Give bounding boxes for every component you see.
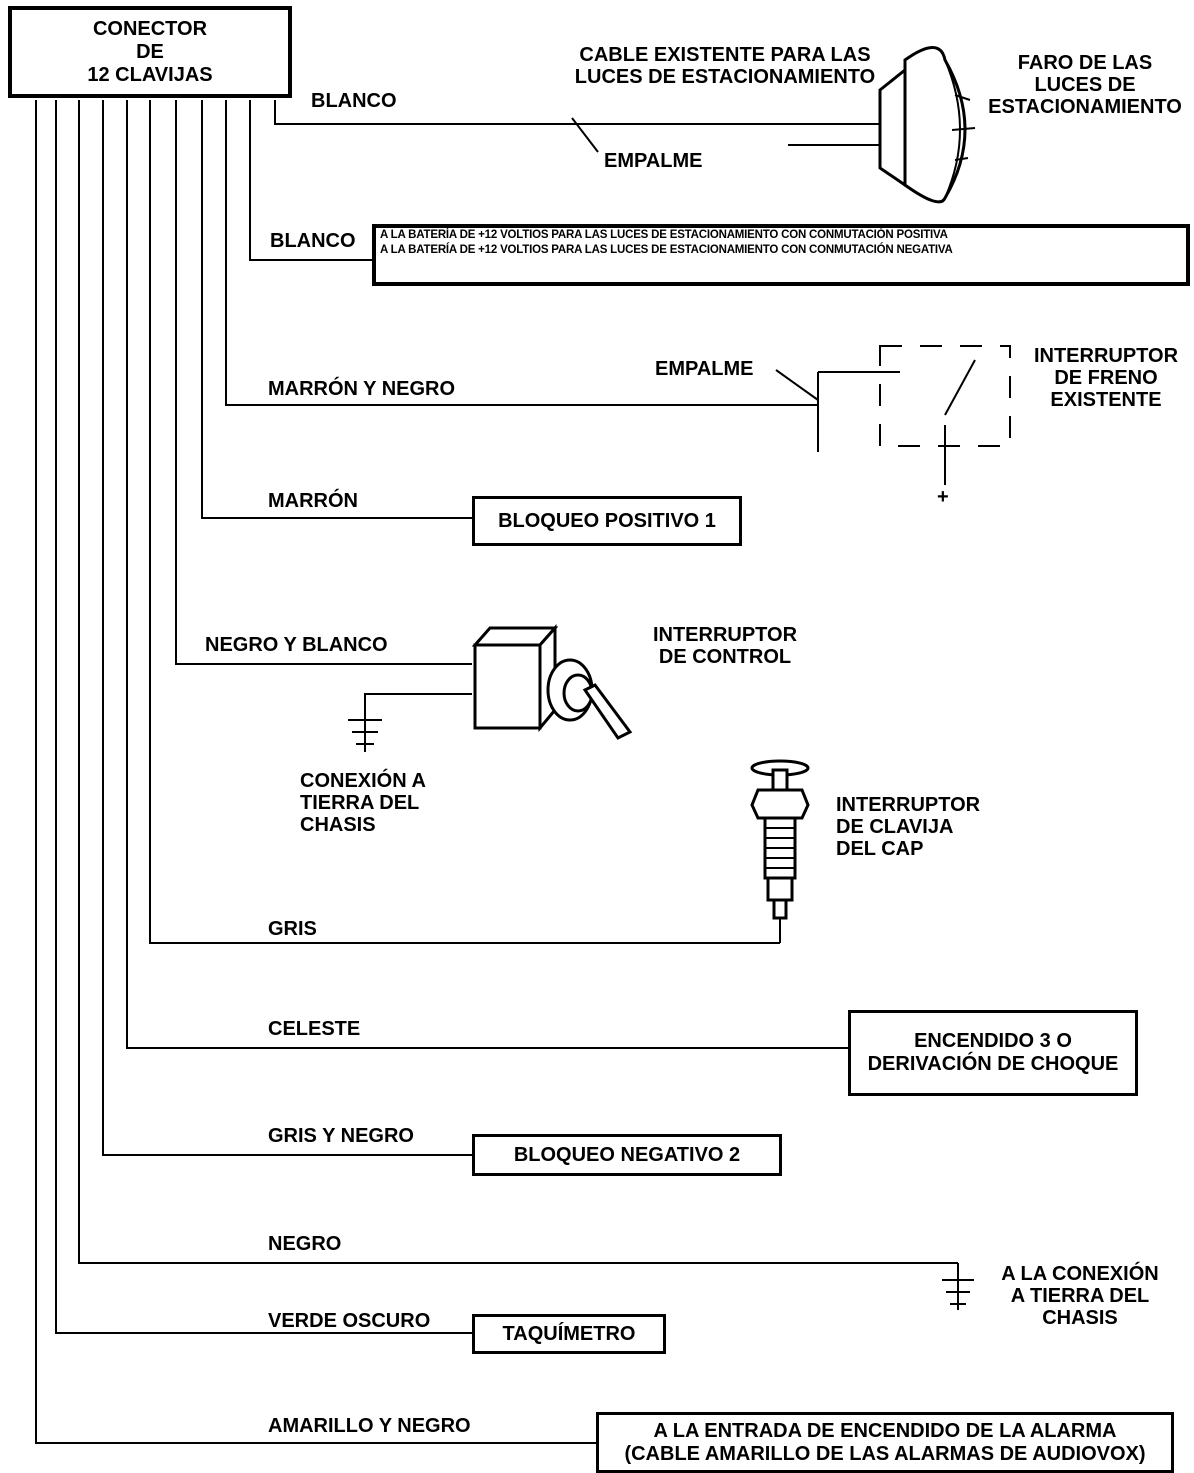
wire-label-amarillo-negro: AMARILLO Y NEGRO bbox=[268, 1415, 471, 1437]
label-interruptor-freno: INTERRUPTOR DE FRENO EXISTENTE bbox=[1033, 345, 1179, 411]
wire-celeste bbox=[126, 100, 848, 1049]
headlight-drawing bbox=[878, 46, 976, 204]
empalme-pointer-2 bbox=[775, 369, 819, 401]
wire-verde-oscuro bbox=[55, 100, 472, 1334]
wire-marron-negro bbox=[225, 100, 818, 406]
wire-label-negro-blanco: NEGRO Y BLANCO bbox=[205, 634, 388, 656]
label-interruptor-control: INTERRUPTOR DE CONTROL bbox=[652, 624, 798, 668]
wire-label-gris-negro: GRIS Y NEGRO bbox=[268, 1125, 414, 1147]
box-taquimetro: TAQUÍMETRO bbox=[472, 1314, 666, 1354]
label-faro: FARO DE LAS LUCES DE ESTACIONAMIENTO bbox=[988, 52, 1182, 118]
wire-label-marron-negro: MARRÓN Y NEGRO bbox=[268, 378, 456, 400]
connector-line-2: DE bbox=[136, 40, 164, 63]
connector-line-3: 12 CLAVIJAS bbox=[87, 63, 213, 86]
wire-amarillo-negro bbox=[35, 100, 596, 1444]
wire-label-blanco-2: BLANCO bbox=[270, 230, 356, 252]
toggle-switch-drawing bbox=[471, 624, 633, 740]
label-cable-existente: CABLE EXISTENTE PARA LAS LUCES DE ESTACI… bbox=[574, 44, 876, 88]
hood-pin-drawing bbox=[750, 759, 810, 943]
label-empalme-1: EMPALME bbox=[604, 150, 703, 172]
wire-negro bbox=[78, 100, 958, 1264]
brake-plus-sign: + bbox=[937, 486, 949, 508]
box-bloqueo-positivo: BLOQUEO POSITIVO 1 bbox=[472, 496, 742, 546]
brake-switch-symbol bbox=[879, 345, 1011, 485]
ground-bars-2 bbox=[942, 1279, 974, 1305]
label-tierra-chasis-1: CONEXIÓN A TIERRA DEL CHASIS bbox=[300, 770, 426, 836]
wire-label-negro: NEGRO bbox=[268, 1233, 342, 1255]
wire-label-gris: GRIS bbox=[268, 918, 317, 940]
wire-label-celeste: CELESTE bbox=[268, 1018, 361, 1040]
connector-12-pin: CONECTOR DE 12 CLAVIJAS bbox=[8, 6, 292, 98]
empalme-pointer-1 bbox=[571, 117, 599, 153]
box-bateria: A LA BATERÍA DE +12 VOLTIOS PARA LAS LUC… bbox=[372, 224, 1190, 286]
connector-line-1: CONECTOR bbox=[92, 17, 208, 40]
label-empalme-2: EMPALME bbox=[655, 358, 754, 380]
box-encendido: ENCENDIDO 3 O DERIVACIÓN DE CHOQUE bbox=[848, 1010, 1138, 1096]
wire-blanco-faro bbox=[274, 100, 880, 125]
label-tierra-chasis-2: A LA CONEXIÓN A TIERRA DEL CHASIS bbox=[1001, 1263, 1159, 1329]
ground-bars-1 bbox=[348, 719, 382, 752]
wire-negro-blanco bbox=[175, 100, 472, 665]
wire-label-blanco-1: BLANCO bbox=[311, 90, 397, 112]
ground-lead-1 bbox=[364, 693, 472, 720]
wire-label-marron: MARRÓN bbox=[268, 490, 358, 512]
wire-gris bbox=[149, 100, 780, 944]
box-entrada-alarma: A LA ENTRADA DE ENCENDIDO DE LA ALARMA (… bbox=[596, 1412, 1174, 1473]
label-interruptor-capo: INTERRUPTOR DE CLAVIJA DEL CAP bbox=[836, 794, 981, 860]
wire-label-verde-oscuro: VERDE OSCURO bbox=[268, 1310, 431, 1332]
wire-blanco-bateria bbox=[249, 100, 372, 261]
box-bloqueo-negativo: BLOQUEO NEGATIVO 2 bbox=[472, 1134, 782, 1176]
wire-gris-negro bbox=[102, 100, 472, 1156]
wire-marron bbox=[201, 100, 472, 519]
